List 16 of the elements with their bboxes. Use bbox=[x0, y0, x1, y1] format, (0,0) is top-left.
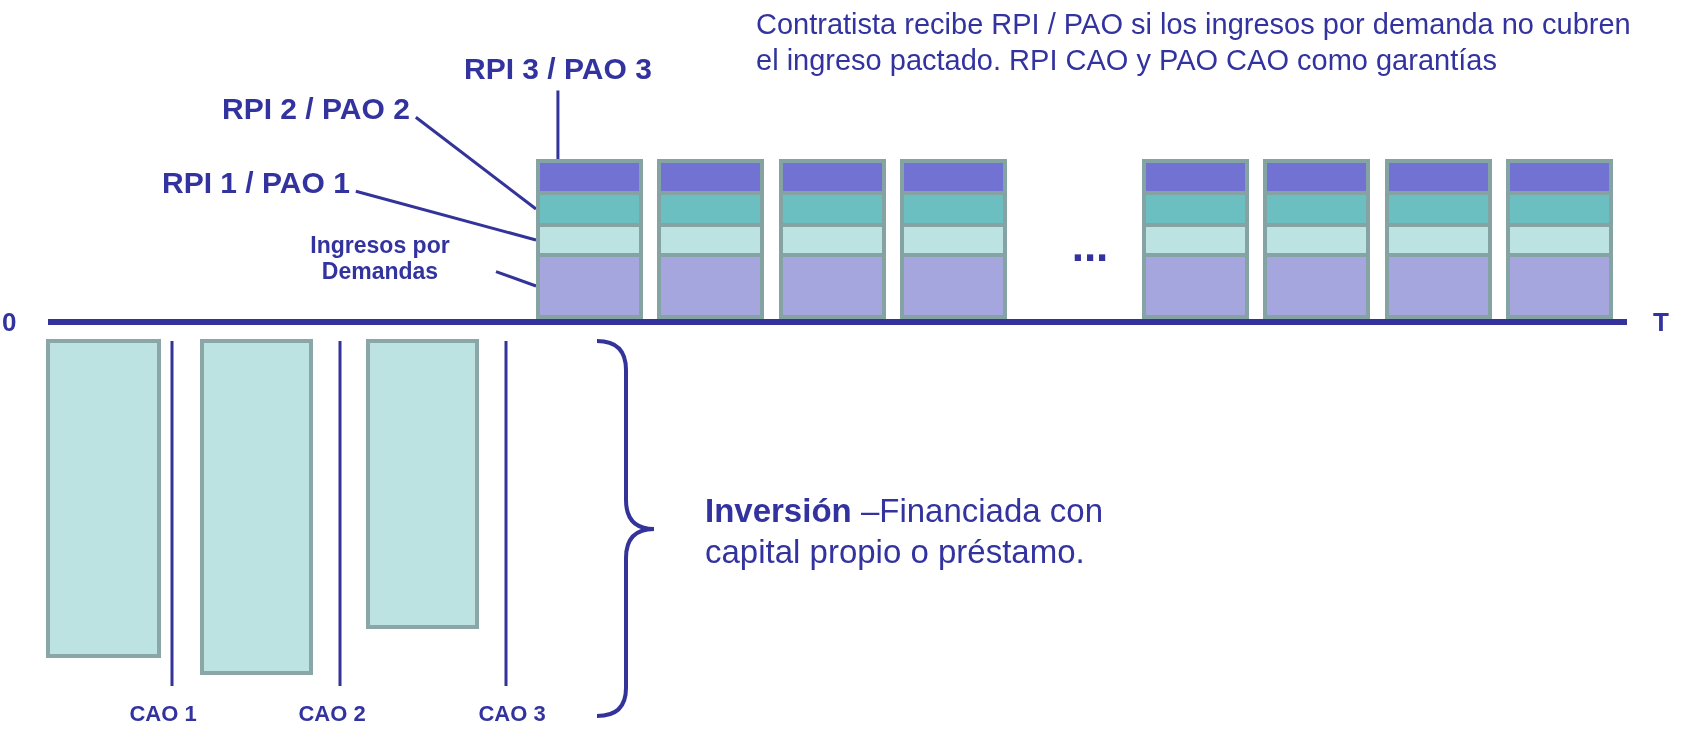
leader-line bbox=[495, 270, 537, 288]
leader-line bbox=[556, 90, 560, 159]
axis-label: CAO 1 bbox=[128, 700, 198, 728]
axis-label: T bbox=[1653, 306, 1670, 339]
leader-line bbox=[414, 116, 537, 211]
axis-label: CAO 2 bbox=[297, 700, 367, 728]
leader-label: RPI 2 / PAO 2 bbox=[222, 92, 410, 127]
note-text: Contratista recibe RPI / PAO si los ingresos por demanda no cubren el ingreso pactado. RPI CAO y PAO CAO como garantías bbox=[756, 7, 1632, 79]
note-text: Inversión –Financiada con capital propio o préstamo. bbox=[705, 491, 1105, 573]
leader-label: RPI 3 / PAO 3 bbox=[464, 52, 652, 87]
leader-label: RPI 1 / PAO 1 bbox=[162, 166, 350, 201]
leader-label: Ingresos por Demandas bbox=[270, 232, 490, 285]
leader-line bbox=[355, 189, 537, 242]
ellipsis: ... bbox=[1070, 220, 1110, 272]
axis-label: CAO 3 bbox=[477, 700, 547, 728]
axis-label: 0 bbox=[2, 306, 18, 339]
